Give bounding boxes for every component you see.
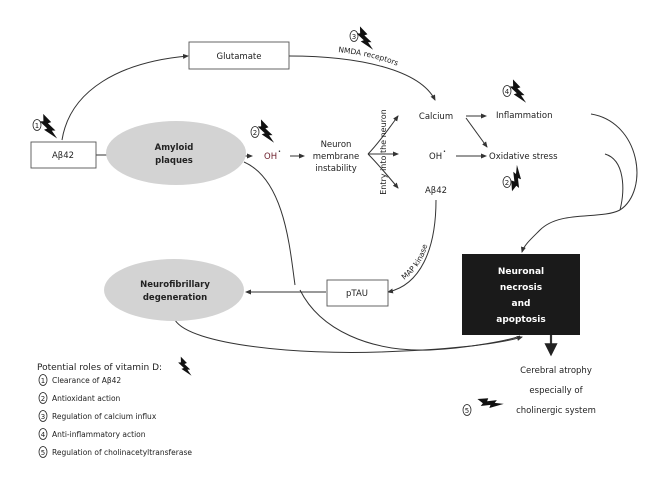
- svg-text:2: 2: [41, 395, 45, 403]
- svg-text:Neurofibrillary: Neurofibrillary: [140, 280, 210, 290]
- svg-text:Cerebral atrophy: Cerebral atrophy: [520, 366, 592, 376]
- node-cerebral-atrophy: Cerebral atrophy especially of cholinerg…: [516, 366, 596, 416]
- svg-text:pTAU: pTAU: [346, 289, 368, 299]
- nmda-receptors-label: NMDA receptors: [338, 45, 400, 68]
- legend-title: Potential roles of vitamin D:: [37, 363, 162, 373]
- vitamin-d-marker-1: 1: [32, 111, 59, 143]
- svg-text:Regulation of calcium influx: Regulation of calcium influx: [52, 412, 157, 421]
- svg-text:Regulation of cholinacetyltran: Regulation of cholinacetyltransferase: [52, 448, 192, 457]
- node-oh-radical-1: OH •: [264, 149, 281, 162]
- svg-text:1: 1: [35, 122, 39, 130]
- svg-text:Aβ42: Aβ42: [52, 151, 74, 161]
- lightning-bolt-icon: [176, 355, 193, 379]
- arrow-abeta-to-glutamate: [61, 53, 189, 141]
- svg-text:Neuronal: Neuronal: [498, 267, 544, 277]
- legend-item: 4 Anti-inflammatory action: [38, 428, 146, 440]
- legend-item: 1 Clearance of Aβ42: [38, 374, 121, 386]
- curve-inflammation: [590, 113, 638, 211]
- legend-item: 5 Regulation of cholinacetyltransferase: [38, 446, 192, 458]
- svg-text:Amyloid: Amyloid: [155, 143, 194, 153]
- svg-text:•: •: [278, 149, 281, 155]
- svg-text:2: 2: [253, 129, 257, 137]
- vitamin-d-marker-2b: 2: [502, 164, 527, 194]
- svg-text:instability: instability: [315, 164, 357, 174]
- vitamin-d-marker-5: 5: [462, 393, 505, 416]
- arrow-glutamate-to-calcium: [288, 55, 436, 101]
- curve-oxidative: [604, 153, 624, 211]
- entry-into-neuron-label: Entry into the neuron: [379, 109, 388, 195]
- svg-text:3: 3: [352, 33, 356, 41]
- svg-text:4: 4: [505, 88, 510, 96]
- svg-text:4: 4: [41, 431, 46, 439]
- svg-text:3: 3: [41, 413, 45, 421]
- legend-item: 2 Antioxidant action: [38, 392, 121, 404]
- arrow-stress-to-necrosis: [520, 209, 621, 253]
- node-oxidative-stress: Oxidative stress: [489, 152, 558, 162]
- arrow-neurofibrillary-to-necrosis: [174, 319, 523, 354]
- node-inflammation: Inflammation: [496, 111, 553, 121]
- vitamin-d-marker-3: 3: [349, 24, 375, 54]
- node-neurofibrillary-degeneration: Neurofibrillary degeneration: [104, 259, 244, 321]
- svg-text:5: 5: [465, 407, 469, 415]
- svg-text:plaques: plaques: [155, 156, 193, 166]
- node-neuron-membrane: Neuron membrane instability: [313, 140, 360, 174]
- node-neuronal-necrosis: Neuronal necrosis and apoptosis: [462, 254, 580, 335]
- svg-text:apoptosis: apoptosis: [496, 315, 545, 325]
- node-abeta42-source: Aβ42: [30, 141, 97, 169]
- svg-text:Antioxidant action: Antioxidant action: [52, 394, 121, 403]
- node-calcium: Calcium: [419, 112, 453, 122]
- vitamin-d-marker-2a: 2: [250, 117, 276, 147]
- svg-text:1: 1: [41, 377, 45, 385]
- svg-text:membrane: membrane: [313, 152, 360, 162]
- arrow-abeta-to-ptau: [387, 199, 437, 294]
- arrow-entry-calcium: [367, 115, 399, 155]
- node-glutamate: Glutamate: [188, 41, 290, 70]
- svg-text:Anti-inflammatory action: Anti-inflammatory action: [52, 430, 146, 439]
- svg-text:2: 2: [505, 179, 509, 187]
- svg-text:OH: OH: [429, 152, 442, 162]
- svg-text:and: and: [512, 299, 531, 309]
- arrow-calcium-to-oxidative: [465, 117, 488, 148]
- svg-text:especially of: especially of: [529, 386, 583, 396]
- vitamin-d-marker-4: 4: [502, 77, 528, 107]
- arrow-entry-abeta: [367, 153, 399, 189]
- svg-text:5: 5: [41, 449, 45, 457]
- lightning-bolt-icon: [475, 393, 505, 414]
- svg-text:Neuron: Neuron: [321, 140, 352, 150]
- legend-item: 3 Regulation of calcium influx: [38, 410, 157, 422]
- svg-text:OH: OH: [264, 152, 277, 162]
- svg-text:•: •: [443, 149, 446, 155]
- node-abeta42-inside: Aβ42: [425, 186, 447, 196]
- svg-text:Clearance of Aβ42: Clearance of Aβ42: [52, 376, 121, 385]
- svg-text:cholinergic system: cholinergic system: [516, 406, 596, 416]
- svg-text:Glutamate: Glutamate: [217, 52, 262, 62]
- node-ptau: pTAU: [326, 279, 389, 307]
- node-oh-radical-2: OH •: [429, 149, 446, 162]
- svg-text:degeneration: degeneration: [143, 293, 207, 303]
- svg-text:necrosis: necrosis: [500, 283, 542, 293]
- legend: Potential roles of vitamin D: 1 Clearanc…: [37, 355, 193, 458]
- node-amyloid-plaques: Amyloid plaques: [106, 121, 246, 185]
